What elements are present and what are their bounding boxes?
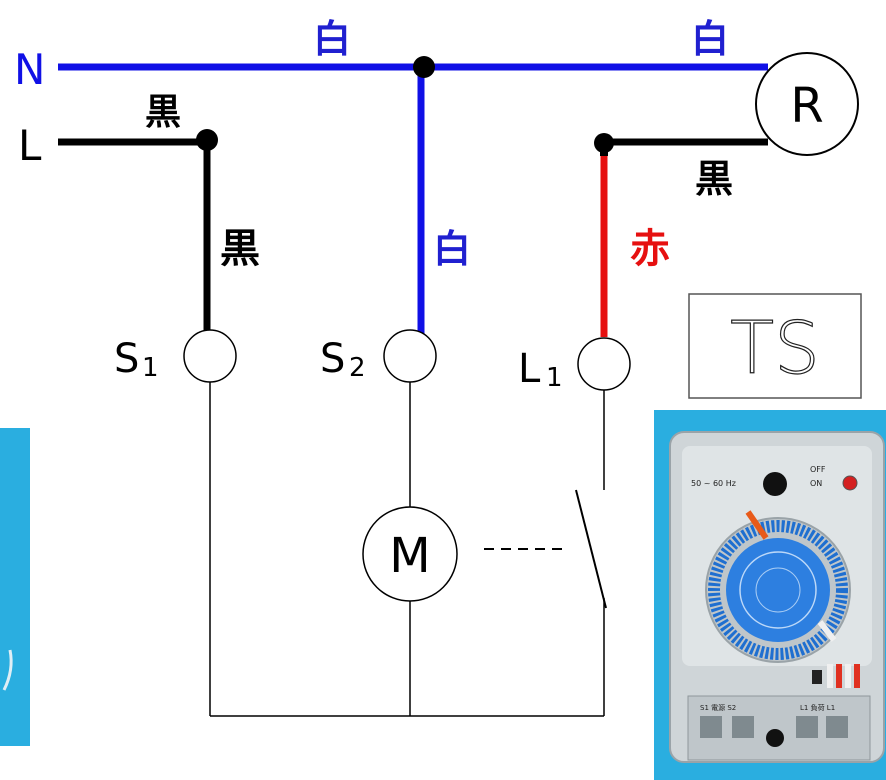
ts-label: TS <box>730 306 820 390</box>
freq-label: 50 ~ 60 Hz <box>691 479 736 488</box>
junction-dot-neutral <box>413 56 435 78</box>
s1-subscript: 1 <box>142 353 159 383</box>
s2-subscript: 2 <box>349 353 366 383</box>
l1-subscript: 1 <box>546 363 563 393</box>
motor-label: M <box>389 528 430 584</box>
supply-terminal-label: S1 電源 S2 <box>700 703 736 712</box>
load-terminal-label: L1 負荷 L1 <box>800 703 835 712</box>
s1-letter: S <box>114 336 139 382</box>
internal-circuit <box>209 382 605 717</box>
terminal-l1 <box>577 337 631 391</box>
timer-switch-photo: 50 ~ 60 Hz OFF ON S1 電源 S2 L1 負荷 L1 <box>654 410 886 780</box>
switch-contact <box>575 489 607 609</box>
mount-hole-icon <box>763 472 787 496</box>
l1-letter: L <box>518 346 541 392</box>
black-label-load: 黒 <box>695 157 733 201</box>
override-switch-icon <box>842 475 858 491</box>
terminal-s2 <box>383 329 437 383</box>
black-label-top: 黒 <box>145 92 181 133</box>
red-label-vertical: 赤 <box>630 226 670 272</box>
black-label-vertical: 黒 <box>220 226 260 272</box>
load-circle <box>755 52 859 156</box>
off-label: OFF <box>810 465 826 474</box>
junction-dot-line <box>196 129 218 151</box>
ts-box: TS <box>688 293 862 399</box>
s2-letter: S <box>320 336 345 382</box>
white-label-top-right: 白 <box>691 17 729 61</box>
load-label: R <box>790 78 823 134</box>
on-label: ON <box>810 479 822 488</box>
terminal-s1 <box>183 329 237 383</box>
neutral-label: N <box>14 45 45 94</box>
motor-circle <box>362 506 458 602</box>
left-photo-fragment <box>0 428 30 746</box>
junction-dot-load <box>594 133 614 153</box>
line-wire <box>58 138 211 337</box>
line-label: L <box>18 121 42 170</box>
white-label-top-left: 白 <box>313 17 351 61</box>
white-label-vertical: 白 <box>433 227 471 271</box>
